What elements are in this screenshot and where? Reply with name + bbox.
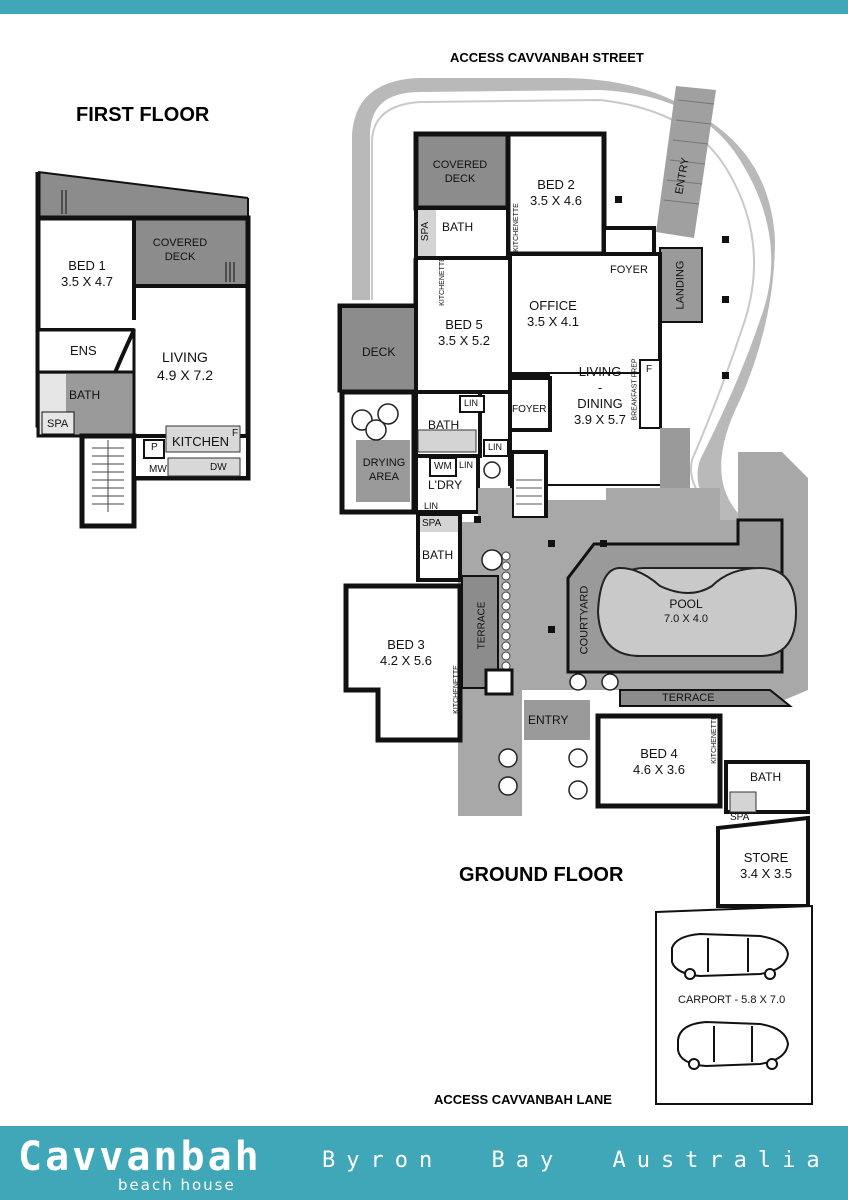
gf-covered-deck-label: COVERED DECK bbox=[432, 159, 488, 185]
ff-bed1-label: BED 1 3.5 X 4.7 bbox=[60, 258, 114, 289]
gf-landing-label: LANDING bbox=[674, 260, 687, 310]
gf-bed3-label: BED 3 4.2 X 5.6 bbox=[379, 637, 433, 668]
gf-bath-bed4-label: BATH bbox=[750, 770, 782, 784]
gf-lin4-label: LIN bbox=[424, 501, 439, 511]
gf-lin3-label: LIN bbox=[459, 460, 474, 470]
gf-foyer-top-label: FOYER bbox=[610, 264, 648, 276]
footer-banner: Cavvanbah beach house Byron Bay Australi… bbox=[0, 1126, 848, 1200]
gf-wm-label: WM bbox=[434, 461, 452, 472]
gf-carport-label: CARPORT - 5.8 X 7.0 bbox=[678, 994, 786, 1006]
gf-store-label: STORE 3.4 X 3.5 bbox=[739, 850, 793, 881]
gf-living-dining-label: LIVING - DINING 3.9 X 5.7 bbox=[573, 364, 627, 427]
gf-fridge-label: F bbox=[646, 364, 653, 375]
top-accent-bar bbox=[0, 0, 848, 14]
access-lane-label: ACCESS CAVVANBAH LANE bbox=[434, 1092, 612, 1107]
access-street-label: ACCESS CAVVANBAH STREET bbox=[450, 50, 644, 65]
gf-spa-mid-label: SPA bbox=[422, 518, 442, 529]
gf-terrace-left-label: TERRACE bbox=[476, 601, 488, 650]
ff-living-label: LIVING 4.9 X 7.2 bbox=[156, 349, 214, 383]
gf-office-label: OFFICE 3.5 X 4.1 bbox=[526, 298, 580, 329]
gf-deck-area bbox=[342, 308, 414, 392]
ff-spa-label: SPA bbox=[47, 418, 69, 430]
gf-terrace-right-label: TERRACE bbox=[662, 692, 715, 704]
gf-kitchenette-bed5-label: KITCHENETTE bbox=[438, 257, 446, 306]
gf-foyer-mid-label: FOYER bbox=[512, 404, 547, 415]
column-posts bbox=[474, 196, 729, 633]
gf-lin1-label: LIN bbox=[464, 398, 479, 408]
gf-drying-area bbox=[356, 440, 410, 502]
ff-fridge-label: F bbox=[232, 428, 239, 439]
gf-bed2-label: BED 2 3.5 X 4.6 bbox=[529, 177, 583, 208]
footer-tagline: Byron Bay Australia bbox=[322, 1148, 831, 1173]
top-accent-line bbox=[0, 14, 848, 16]
gf-courtyard-label: COURTYARD bbox=[578, 585, 591, 655]
gf-lin2-label: LIN bbox=[488, 442, 503, 452]
gf-spa-top-label: SPA bbox=[420, 221, 432, 242]
brand-subtitle: beach house bbox=[118, 1176, 236, 1194]
ff-covered-deck-area bbox=[38, 172, 248, 286]
car-top-icon bbox=[671, 932, 790, 980]
gf-pool-label: POOL 7.0 X 4.0 bbox=[663, 597, 709, 625]
gf-bed5-label: BED 5 3.5 X 5.2 bbox=[437, 317, 491, 348]
gf-drying-area-label: DRYING AREA bbox=[362, 457, 406, 483]
ground-floor-heading: GROUND FLOOR bbox=[459, 864, 624, 886]
ff-pantry-label: P bbox=[151, 442, 158, 453]
ff-covered-deck-label: COVERED DECK bbox=[152, 237, 208, 263]
shrub-icons bbox=[351, 403, 619, 800]
brand-logo-text: Cavvanbah bbox=[18, 1134, 262, 1180]
gf-bath-top-label: BATH bbox=[442, 220, 474, 234]
gf-bed4-label: BED 4 4.6 X 3.6 bbox=[632, 746, 686, 777]
gf-spa-bed4-label: SPA bbox=[730, 812, 750, 823]
ff-ens-label: ENS bbox=[70, 343, 97, 358]
gf-laundry-label: L'DRY bbox=[428, 478, 463, 492]
gf-entry-label: ENTRY bbox=[528, 713, 569, 727]
car-bottom-icon bbox=[677, 1020, 790, 1070]
ff-mw-label: MW bbox=[149, 464, 167, 475]
gf-deck-label: DECK bbox=[362, 345, 396, 359]
gf-breakfast-prep-label: BREAKFAST PREP bbox=[631, 358, 639, 421]
gf-kitchenette-bed4-label: KITCHENETTE bbox=[710, 715, 718, 764]
gf-kitchenette-bed3-label: KITCHENETTE bbox=[452, 665, 460, 714]
gf-kitchenette-top-label: KITCHENETTE bbox=[512, 203, 520, 252]
gf-bath-mid-label: BATH bbox=[428, 418, 460, 432]
ff-bath-label: BATH bbox=[69, 388, 101, 402]
ff-kitchen-label: KITCHEN bbox=[172, 434, 230, 449]
gf-bath-lower-label: BATH bbox=[422, 548, 454, 562]
first-floor-heading: FIRST FLOOR bbox=[76, 104, 210, 126]
ff-dw-label: DW bbox=[210, 462, 227, 473]
gf-entry-path-label: ENTRY bbox=[673, 156, 692, 196]
